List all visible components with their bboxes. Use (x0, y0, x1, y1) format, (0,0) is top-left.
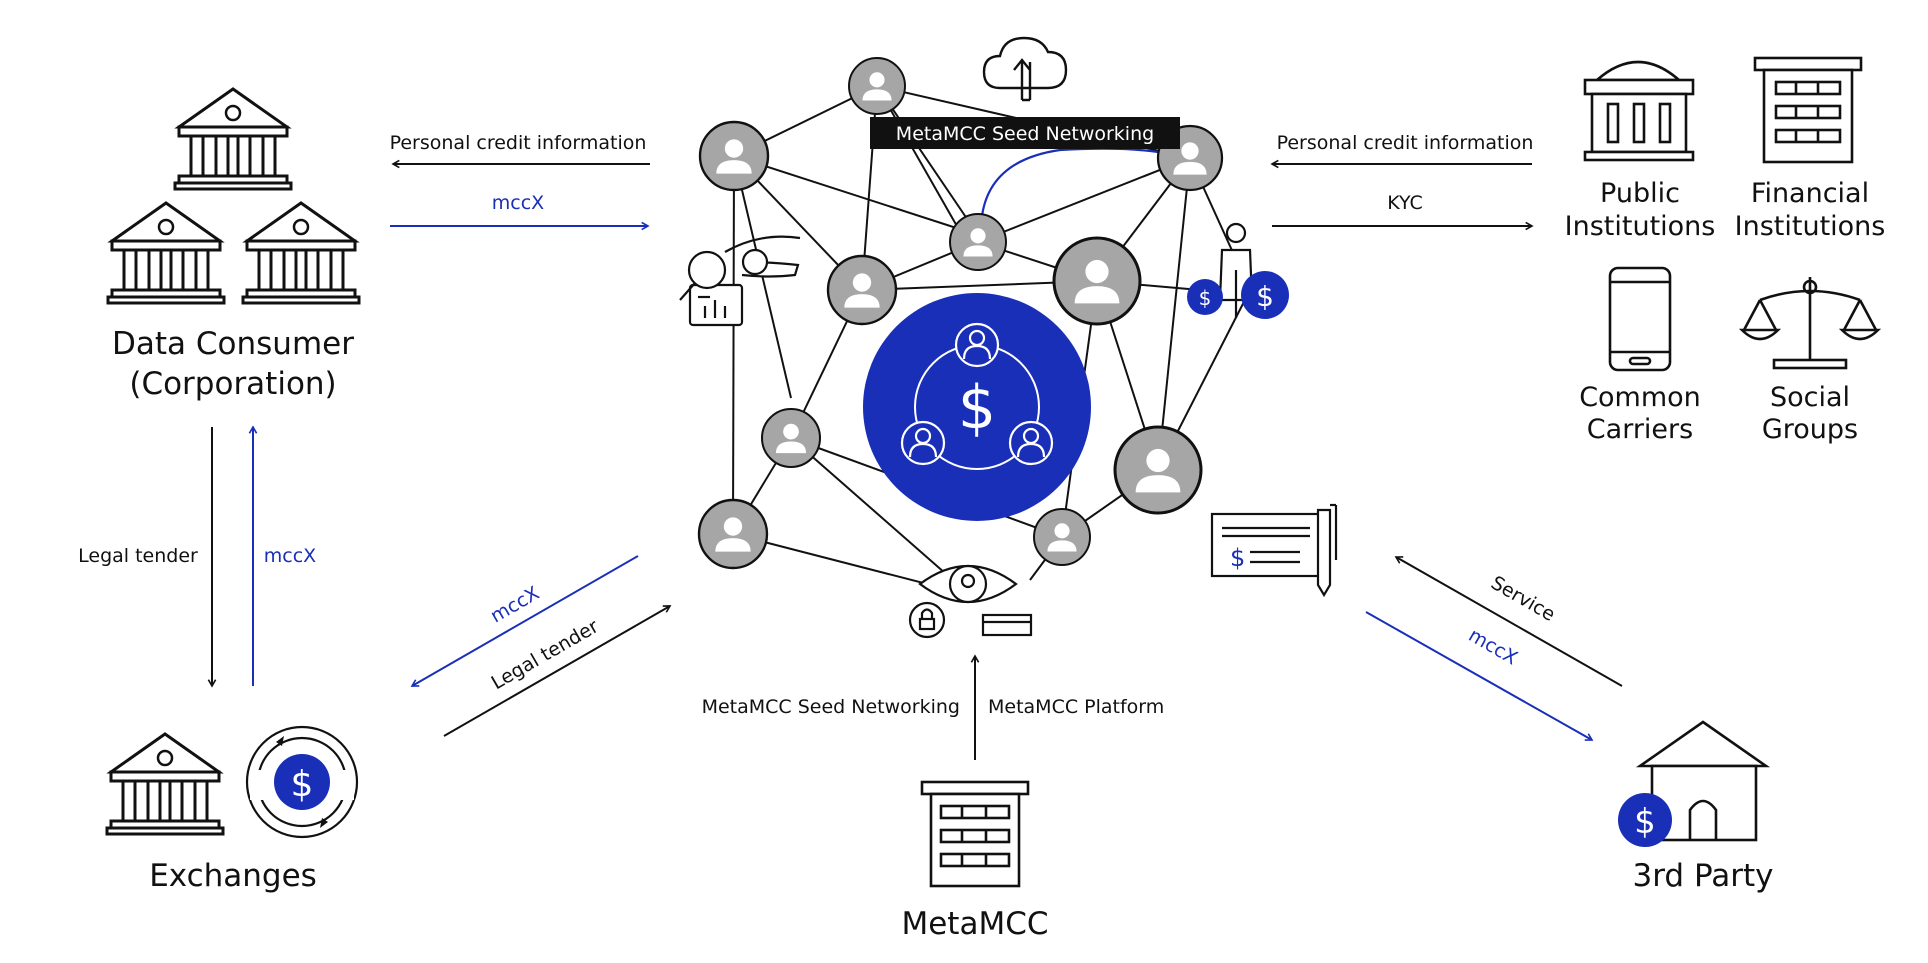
node-person (1115, 427, 1201, 513)
node-person (700, 122, 768, 190)
node-person (828, 256, 896, 324)
label-mccx-diag: mccX (487, 582, 543, 627)
common-carriers-l2: Carriers (1587, 414, 1693, 445)
label-legal-tender-vertical: Legal tender (78, 545, 198, 567)
node-person (1054, 238, 1140, 324)
exchange-coin-icon: $ (245, 725, 359, 839)
arrow-mccx-diag (410, 555, 639, 687)
label-personal-credit-left: Personal credit information (390, 132, 647, 154)
public-institutions-l2: Institutions (1565, 211, 1716, 242)
label-mccx-right: mccX (1465, 624, 1521, 669)
mobile-phone-icon (1608, 266, 1672, 372)
financial-institution-icon (1753, 56, 1863, 164)
data-consumer-banks (106, 87, 361, 305)
arrow-legal-tender-diag (443, 605, 672, 737)
label-platform-bottom: MetaMCC Platform (988, 696, 1164, 718)
data-consumer-subtitle: (Corporation) (129, 366, 336, 402)
node-person (950, 214, 1006, 270)
exchange-bank-icon (105, 732, 225, 836)
public-institution-icon (1583, 60, 1695, 162)
label-personal-credit-right: Personal credit information (1277, 132, 1534, 154)
svg-text:$: $ (1199, 286, 1212, 310)
arrow-mccx-right (1365, 611, 1594, 741)
third-party-title: 3rd Party (1633, 858, 1774, 894)
arrow-service (1394, 556, 1623, 687)
public-institutions-l1: Public (1600, 178, 1680, 209)
node-person (699, 500, 767, 568)
svg-text:MetaMCC Seed Networking: MetaMCC Seed Networking (896, 123, 1154, 145)
financial-institutions-l2: Institutions (1735, 211, 1886, 242)
search-document-icon (679, 235, 801, 327)
common-carriers-l1: Common (1579, 382, 1701, 413)
check-dollar: $ (1230, 544, 1245, 572)
check-icon (1210, 503, 1338, 598)
svg-text:$: $ (1634, 802, 1656, 842)
cloud-upload-icon (982, 36, 1068, 102)
scale-icon (1738, 277, 1882, 370)
third-party-coin: $ (1618, 793, 1672, 847)
seed-network-arrow (980, 147, 1172, 217)
metamcc-title: MetaMCC (901, 906, 1048, 942)
privacy-eye-icon (908, 564, 1033, 639)
social-groups-l2: Groups (1762, 414, 1858, 445)
data-consumer-title: Data Consumer (112, 326, 354, 362)
metamcc-building-icon (920, 780, 1030, 888)
node-person (849, 58, 905, 114)
financial-institutions-l1: Financial (1751, 178, 1869, 209)
hub-person-top (954, 322, 1000, 368)
house-icon (1635, 720, 1771, 842)
label-service: Service (1487, 572, 1559, 626)
svg-text:$: $ (291, 764, 314, 805)
kyc-person-icon: $ $ (1187, 222, 1289, 319)
label-kyc: KYC (1387, 192, 1423, 214)
hub: $ (863, 293, 1091, 521)
exchanges-title: Exchanges (149, 858, 317, 894)
hub-person-left (900, 420, 946, 466)
hub-person-right (1008, 420, 1054, 466)
social-groups-l1: Social (1770, 382, 1850, 413)
seed-networking-badge: MetaMCC Seed Networking (870, 117, 1180, 149)
hub-dollar-sign: $ (958, 373, 996, 443)
node-person (762, 409, 820, 467)
node-person (1034, 509, 1090, 565)
label-mccx-vertical: mccX (264, 545, 316, 567)
label-seed-networking-bottom: MetaMCC Seed Networking (702, 696, 960, 718)
label-mccx-top-left: mccX (492, 192, 544, 214)
svg-text:$: $ (1256, 280, 1274, 313)
